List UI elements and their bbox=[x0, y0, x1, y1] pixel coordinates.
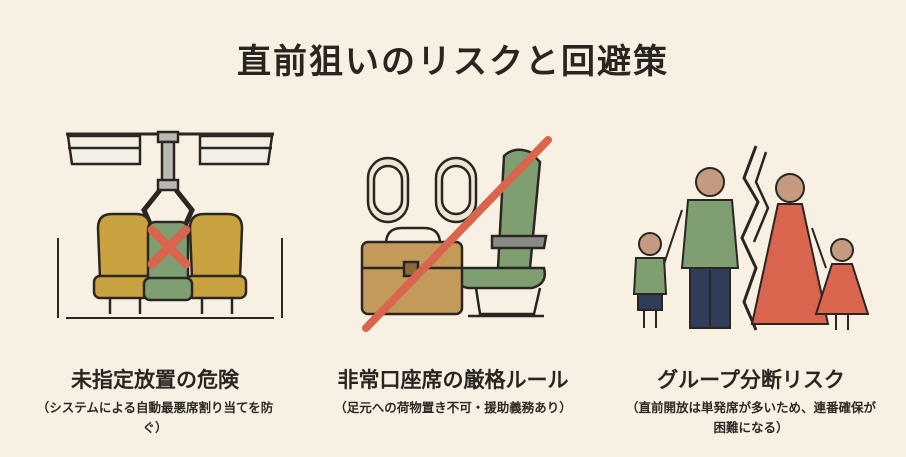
panel-caption: （システムによる自動最悪席割り当てを防ぐ） bbox=[36, 400, 274, 435]
panel-group-split: グループ分断リスク （直前開放は単発席が多いため、連番確保が困難になる） bbox=[606, 118, 896, 448]
panel-exit-row: 非常口座席の厳格ルール （足元への荷物置き不可・援助義務あり） bbox=[308, 118, 598, 448]
panel-unassigned-seat: 未指定放置の危険 （システムによる自動最悪席割り当てを防ぐ） bbox=[10, 118, 300, 448]
crack-divider-icon bbox=[740, 145, 760, 331]
panel-caption: （直前開放は単発席が多いため、連番確保が困難になる） bbox=[626, 400, 877, 435]
auto-seat-assignment-illustration bbox=[57, 130, 283, 319]
child-figure-icon bbox=[632, 232, 668, 328]
panel-heading: グループ分断リスク bbox=[657, 368, 845, 392]
exit-row-illustration bbox=[360, 136, 552, 332]
adult-figure-icon bbox=[663, 167, 740, 329]
adult-figure-icon bbox=[750, 173, 830, 325]
separated-family-illustration bbox=[632, 145, 870, 331]
panel-caption: （足元への荷物置き不可・援助義務あり） bbox=[334, 400, 572, 415]
page-title: 直前狙いのリスクと回避策 bbox=[237, 42, 669, 82]
cross-mark-icon bbox=[147, 225, 191, 269]
prohibited-slash-icon bbox=[362, 136, 552, 332]
panel-heading: 非常口座席の厳格ルール bbox=[337, 368, 569, 392]
panel-heading: 未指定放置の危険 bbox=[71, 368, 239, 392]
child-figure-icon bbox=[814, 238, 870, 330]
robot-claw-icon bbox=[141, 130, 195, 230]
